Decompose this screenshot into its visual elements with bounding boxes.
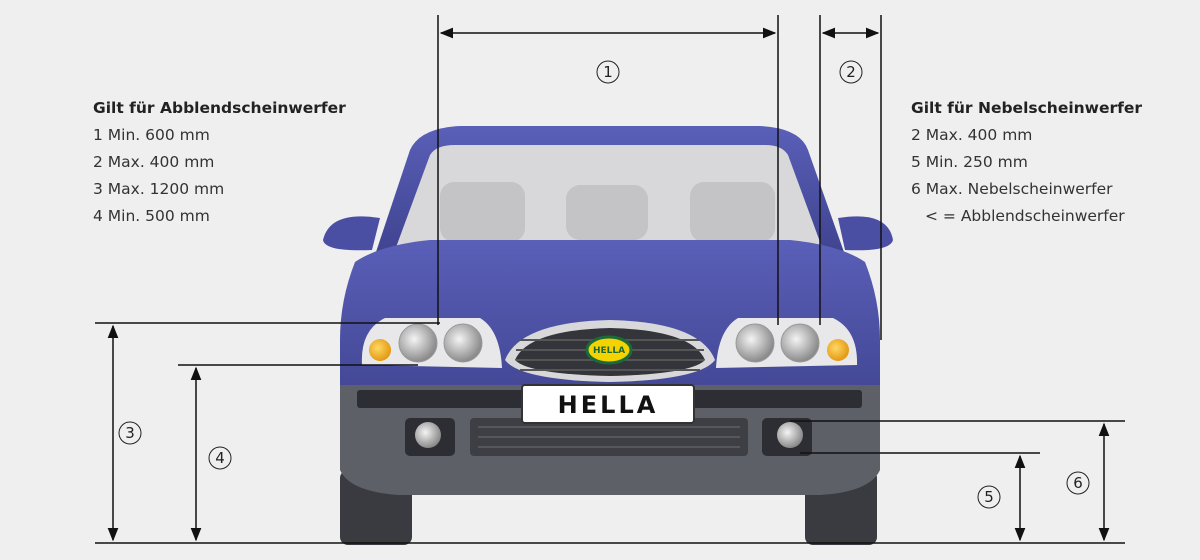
legend-item: 4 Min. 500 mm (93, 207, 210, 225)
dimension-6-label: 6 (1066, 471, 1090, 495)
svg-text:HELLA: HELLA (558, 391, 659, 419)
dimension-3-label: 3 (118, 421, 142, 445)
dimension-1-label: 1 (596, 60, 620, 84)
license-plate: HELLA (521, 384, 695, 424)
dimension-5-label: 5 (977, 485, 1001, 509)
svg-text:HELLA: HELLA (593, 346, 625, 356)
svg-text:2: 2 (846, 63, 856, 81)
right-mirror (838, 216, 893, 251)
dimension-4-label: 4 (208, 446, 232, 470)
legend-title: Gilt für Nebelscheinwerfer (911, 99, 1143, 117)
svg-text:4: 4 (215, 449, 225, 467)
svg-text:5: 5 (984, 488, 994, 506)
svg-text:6: 6 (1073, 474, 1083, 492)
dimension-lines (95, 15, 1125, 544)
car-front-view: HELLA HELLA (323, 126, 893, 545)
legend-title: Gilt für Abblendscheinwerfer (93, 99, 346, 117)
legend-fog: Gilt für Nebelscheinwerfer 2 Max. 400 mm… (911, 95, 1142, 230)
legend-item: < = Abblendscheinwerfer (925, 207, 1125, 225)
hella-logo: HELLA (585, 335, 633, 365)
svg-text:1: 1 (603, 63, 613, 81)
legend-item: 2 Max. 400 mm (93, 153, 215, 171)
svg-text:3: 3 (125, 424, 135, 442)
legend-item: 6 Max. Nebelscheinwerfer (911, 180, 1113, 198)
legend-low-beam: Gilt für Abblendscheinwerfer 1 Min. 600 … (93, 95, 346, 230)
dimension-2-label: 2 (839, 60, 863, 84)
legend-item: 2 Max. 400 mm (911, 126, 1033, 144)
legend-item: 3 Max. 1200 mm (93, 180, 225, 198)
left-mirror (323, 216, 380, 251)
legend-item: 5 Min. 250 mm (911, 153, 1028, 171)
legend-item: 1 Min. 600 mm (93, 126, 210, 144)
